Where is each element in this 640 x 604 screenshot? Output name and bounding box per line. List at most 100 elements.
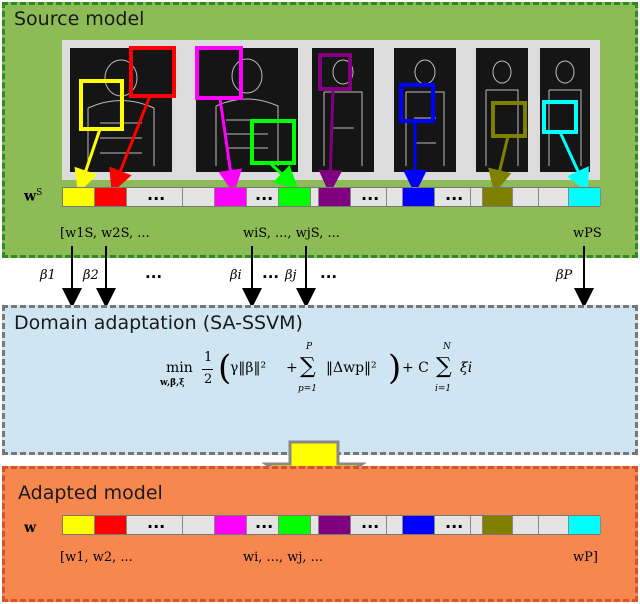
- source-vector-label: wS: [24, 188, 43, 205]
- adapted-vector-label: w: [24, 520, 37, 536]
- vector-cell-empty: ...: [435, 513, 471, 534]
- vector-cell-empty: ...: [351, 185, 387, 206]
- vector-cell-empty: [183, 188, 215, 206]
- vector-cell-empty: [539, 516, 569, 534]
- vector-cell-empty: ...: [435, 185, 471, 206]
- vector-cell-empty: ...: [247, 513, 279, 534]
- source-label-right: wPS: [573, 226, 602, 241]
- vector-cell-olive: [483, 516, 513, 534]
- formula-sum-top: P: [306, 342, 313, 352]
- vector-cell-yellow: [63, 188, 95, 206]
- hog-template-part-4: [540, 48, 590, 172]
- vector-cell-green: [279, 188, 311, 206]
- beta-gap-dots-2: ...: [262, 264, 280, 282]
- formula-open-paren: (: [218, 348, 232, 388]
- formula-sum-sign: ∑: [300, 354, 316, 379]
- hog-template-part-3: [476, 48, 528, 172]
- formula-min: min: [166, 360, 193, 376]
- formula-c-term: + C: [402, 360, 429, 376]
- formula-half-num: 1: [204, 350, 213, 365]
- vector-ellipsis: ...: [255, 513, 274, 532]
- beta-gap-dots-3: ...: [320, 264, 338, 282]
- vector-cell-empty: [387, 188, 403, 206]
- vector-cell-empty: [513, 188, 539, 206]
- vector-cell-cyan: [569, 188, 601, 206]
- adapted-label-left: [w1, w2, ...: [60, 550, 133, 565]
- vector-ellipsis: ...: [445, 513, 464, 532]
- domain-adaptation-panel: [2, 305, 638, 455]
- vector-cell-magenta: [215, 516, 247, 534]
- vector-cell-empty: [539, 188, 569, 206]
- formula-sum-bottom: p=1: [298, 384, 318, 394]
- beta-j: βj: [285, 268, 297, 283]
- formula-plus: +: [286, 360, 298, 376]
- objective-formula: min w,β,ξ 1 2 ( γ‖β‖² + P ∑ p=1 ‖Δwp‖² )…: [160, 342, 500, 402]
- part-box-blue: [399, 83, 435, 123]
- formula-sum2-top: N: [443, 342, 451, 352]
- vector-ellipsis: ...: [147, 185, 166, 204]
- hog-templates-strip: [62, 40, 600, 180]
- vector-cell-empty: ...: [127, 185, 183, 206]
- part-box-magenta: [195, 46, 243, 100]
- vector-cell-magenta: [215, 188, 247, 206]
- source-weight-vector: ............: [62, 185, 601, 207]
- vector-cell-empty: [311, 188, 319, 206]
- vector-cell-empty: ...: [127, 513, 183, 534]
- hog-template-part-1: [312, 48, 374, 172]
- formula-fraction-bar: [202, 369, 213, 370]
- vector-cell-empty: [471, 516, 483, 534]
- vector-cell-empty: [513, 516, 539, 534]
- formula-delta-term: ‖Δwp‖²: [326, 360, 377, 376]
- hog-template-part-2: [394, 48, 456, 172]
- source-label-left: [w1S, w2S, ...: [60, 226, 150, 241]
- adapted-weight-vector: ............: [62, 513, 601, 535]
- beta-gap-dots-1: ...: [145, 264, 163, 282]
- formula-close-paren: ): [388, 348, 402, 388]
- vector-cell-cyan: [569, 516, 601, 534]
- hog-template-root-1: [70, 48, 172, 172]
- vector-cell-red: [95, 516, 127, 534]
- adapted-label-right: wP]: [573, 550, 598, 565]
- vector-cell-empty: [387, 516, 403, 534]
- source-label-middle: wiS, ..., wjS, ...: [243, 226, 340, 241]
- formula-min-sub: w,β,ξ: [160, 378, 185, 388]
- vector-ellipsis: ...: [361, 513, 380, 532]
- formula-half-den: 2: [204, 372, 213, 387]
- vector-cell-empty: ...: [247, 185, 279, 206]
- source-model-title: Source model: [14, 8, 145, 30]
- vector-ellipsis: ...: [255, 185, 274, 204]
- vector-cell-olive: [483, 188, 513, 206]
- part-box-olive: [491, 101, 527, 138]
- part-box-cyan: [542, 100, 578, 134]
- beta-1: β1: [40, 268, 56, 283]
- formula-xi: ξi: [460, 360, 473, 376]
- vector-cell-empty: ...: [351, 513, 387, 534]
- formula-sum2-sign: ∑: [436, 354, 452, 379]
- part-box-yellow: [79, 79, 124, 131]
- vector-cell-empty: [311, 516, 319, 534]
- vector-ellipsis: ...: [445, 185, 464, 204]
- vector-cell-purple: [319, 516, 351, 534]
- vector-cell-yellow: [63, 516, 95, 534]
- part-box-purple: [318, 53, 352, 91]
- domain-adaptation-title: Domain adaptation (SA-SSVM): [14, 312, 303, 334]
- hog-template-root-2: [196, 48, 298, 172]
- formula-gamma-term: γ‖β‖²: [230, 360, 267, 376]
- vector-cell-red: [95, 188, 127, 206]
- beta-2: β2: [83, 268, 99, 283]
- beta-i: βi: [230, 268, 242, 283]
- vector-cell-green: [279, 516, 311, 534]
- part-box-green: [250, 119, 296, 165]
- vector-cell-empty: [471, 188, 483, 206]
- vector-cell-blue: [403, 188, 435, 206]
- vector-cell-purple: [319, 188, 351, 206]
- adapted-label-middle: wi, ..., wj, ...: [243, 550, 324, 565]
- adapted-model-title: Adapted model: [18, 482, 163, 504]
- vector-ellipsis: ...: [147, 513, 166, 532]
- beta-P: βP: [556, 268, 573, 283]
- part-box-red: [129, 46, 176, 98]
- vector-cell-blue: [403, 516, 435, 534]
- vector-ellipsis: ...: [361, 185, 380, 204]
